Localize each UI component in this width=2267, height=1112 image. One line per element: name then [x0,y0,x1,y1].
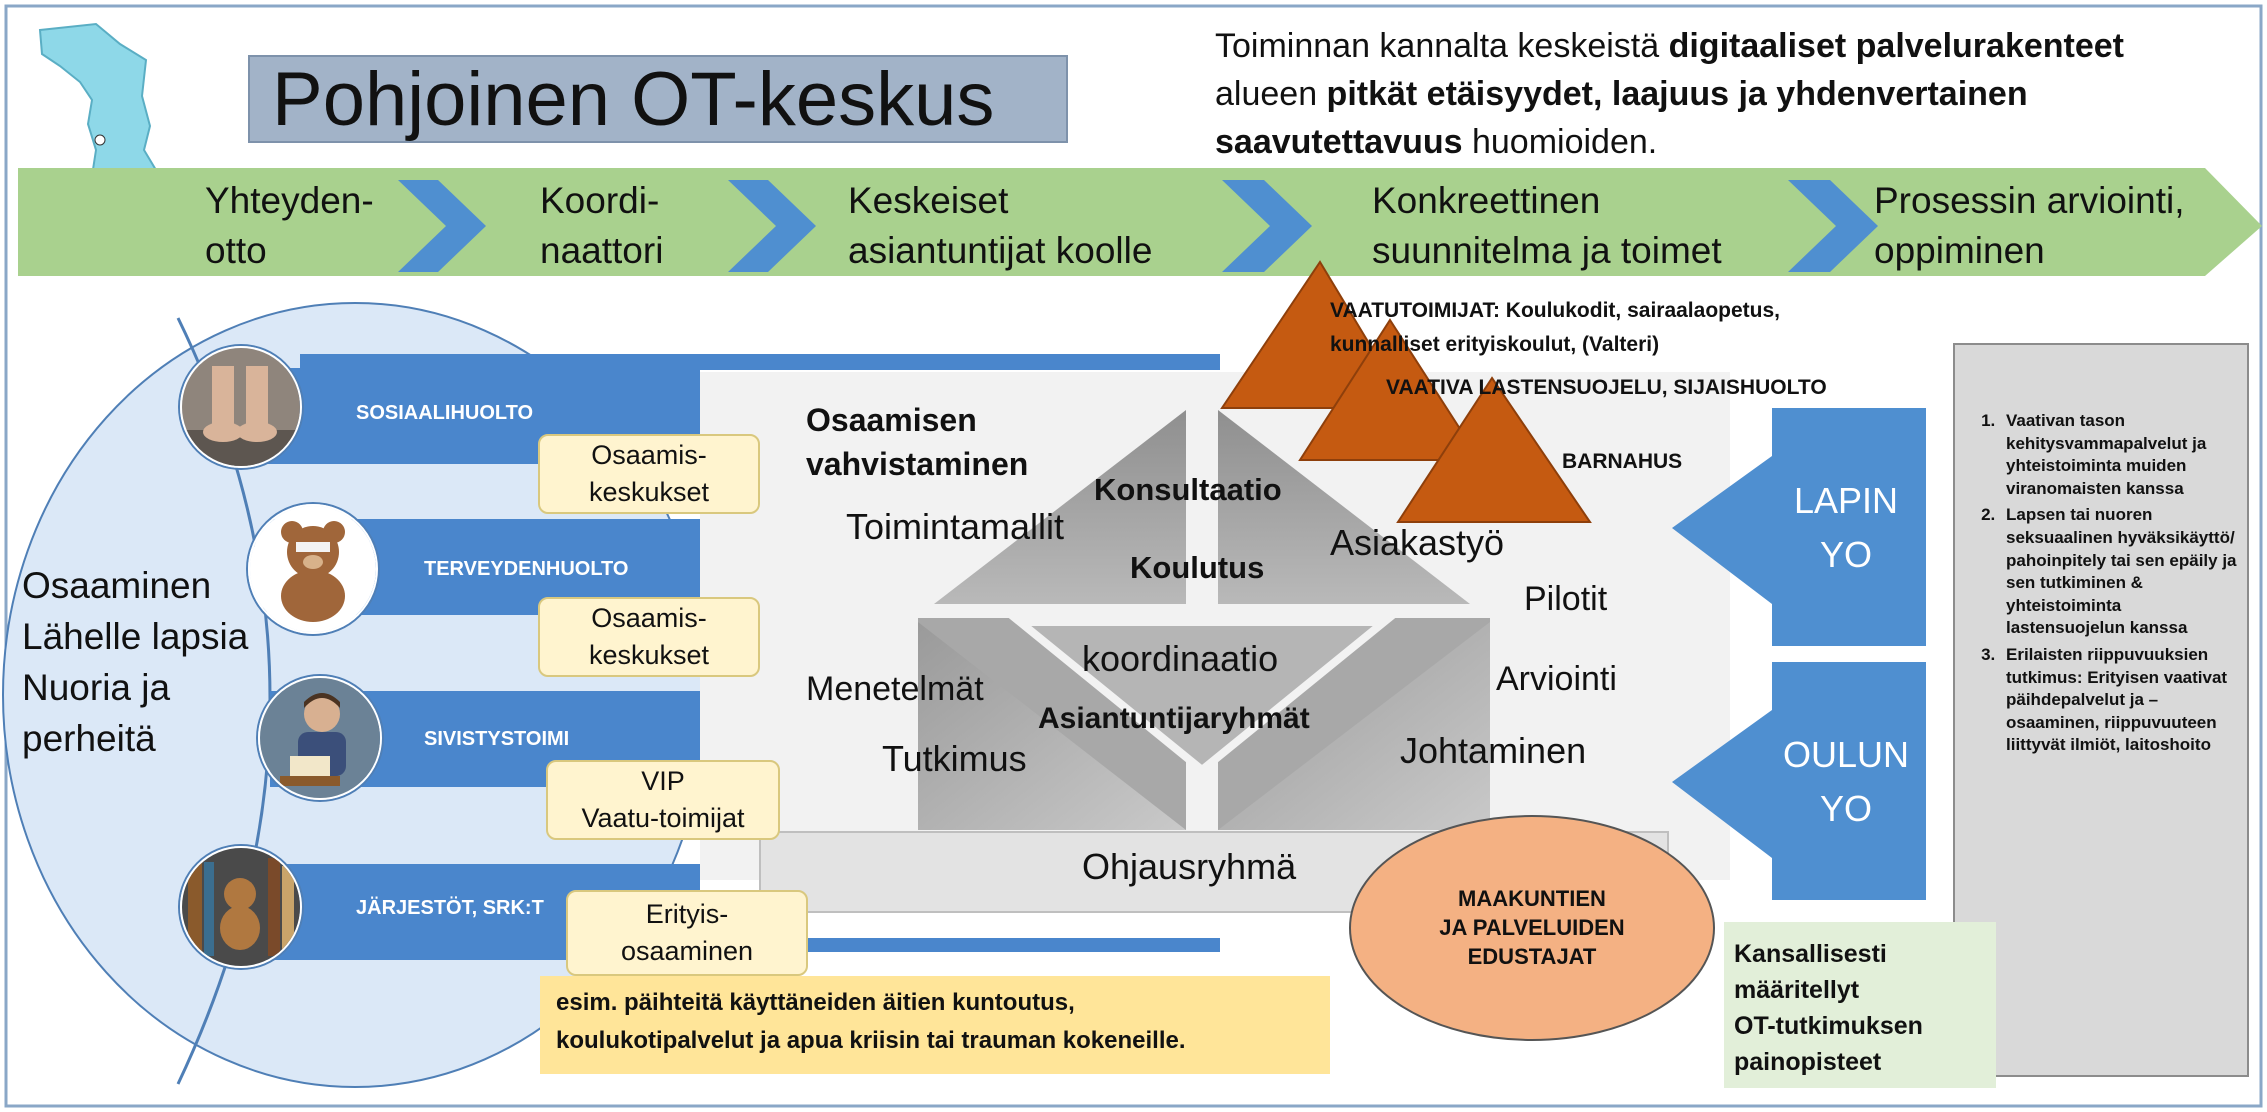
label-barnahus: BARNAHUS [1562,450,1683,473]
intro-bold-2: pitkät etäisyydet, laajuus ja yhdenverta… [1326,75,2028,113]
national-note-box [1724,922,1996,1088]
intro-text: Toiminnan kannalta keskeistä digitaalise… [1215,22,2225,166]
research-priority-2: Lapsen tai nuoren seksuaalinen hyväksikä… [2000,504,2242,640]
label-konsultaatio: Konsultaatio [1094,472,1282,507]
sector-note-vip: VIP Vaatu-toimijat [546,760,780,840]
label-toimintamallit: Toimintamallit [846,506,1065,547]
top-accent-line [300,354,1220,370]
sector-note-osaamiskeskukset-2: Osaamis- keskukset [538,597,760,677]
label-vaativa-lastensuojelu: VAATIVA LASTENSUOJELU, SIJAISHUOLTO [1386,376,1827,399]
process-step-koordinaattori: Koordi- naattori [540,180,664,271]
sector-note-osaamiskeskukset-1: Osaamis- keskukset [538,434,760,514]
label-oulun-yo: OULUN YO [1782,734,1910,829]
intro-bold-1: digitaaliset palvelurakenteet [1668,27,2124,65]
process-band [18,168,2262,276]
research-priority-3: Erilaisten riippuvuuksien tutkimus: Erit… [2000,644,2242,757]
research-priority-1: Vaativan tason kehitysvammapalvelut ja y… [2000,410,2242,500]
lapin-yo-arrow [1672,408,1926,646]
intro-part-3: huomioiden. [1462,123,1658,161]
photo-reading-child-icon [258,676,382,800]
maakunnat-ellipse [1349,815,1715,1041]
sector-label-sivistystoimi: SIVISTYSTOIMI [424,728,570,750]
label-johtaminen: Johtaminen [1400,730,1587,771]
photo-teddy-bear-icon [248,504,378,634]
sector-label-sosiaalihuolto: SOSIAALIHUOLTO [356,402,534,424]
example-note: esim. päihteitä käyttäneiden äitien kunt… [556,989,1186,1054]
intro-bold-3: saavutettavuus [1215,123,1463,161]
left-title: Osaaminen Lähelle lapsia Nuoria ja perhe… [22,565,249,759]
process-step-arviointi: Prosessin arviointi, oppiminen [1874,180,2185,271]
sector-label-jarjestot: JÄRJESTÖT, SRK:T [356,897,544,919]
label-ohjausryhma: Ohjausryhmä [1082,846,1297,887]
sector-note-erityisosaaminen: Erityis- osaaminen [566,890,808,976]
oulun-yo-arrow [1672,662,1926,900]
label-asiakastyo: Asiakastyö [1330,522,1505,563]
label-asiantuntijaryhmat: Asiantuntijaryhmät [1038,702,1310,735]
envelope-graphic [918,410,1490,830]
center-heading: Osaamisen vahvistaminen [806,402,1029,482]
process-chevrons [398,180,1878,272]
process-step-yhteydenotto: Yhteyden- otto [205,180,374,271]
intro-part-1: Toiminnan kannalta keskeistä [1215,27,1669,65]
photo-bookshelf-bear-icon [180,846,302,968]
bottom-accent-line [780,938,1220,952]
label-koordinaatio: koordinaatio [1082,638,1279,679]
process-step-suunnitelma: Konkreettinen suunnitelma ja toimet [1372,180,1722,271]
label-pilotit: Pilotit [1524,580,1608,618]
research-priorities-box [1953,343,2249,1077]
research-priorities-list: Vaativan tason kehitysvammapalvelut ja y… [1960,410,2242,757]
label-vaatutoimijat: VAATUTOIMIJAT: Koulukodit, sairaalaopetu… [1330,299,1780,356]
label-koulutus: Koulutus [1130,550,1265,585]
label-tutkimus: Tutkimus [882,738,1027,779]
label-lapin-yo: LAPIN YO [1793,480,1899,575]
sector-label-terveydenhuolto: TERVEYDENHUOLTO [424,558,629,580]
process-step-asiantuntijat: Keskeiset asiantuntijat koolle [848,180,1153,271]
partner-triangles [1220,260,1592,523]
page-title: Pohjoinen OT-keskus [248,55,1068,143]
intro-part-2: alueen [1215,75,1327,113]
label-arviointi: Arviointi [1496,660,1617,698]
research-priorities: Vaativan tason kehitysvammapalvelut ja y… [1960,410,2242,761]
national-note: Kansallisesti määritellyt OT-tutkimuksen… [1734,940,1923,1076]
label-menetelmat: Menetelmät [806,670,984,708]
label-maakunnat: MAAKUNTIEN JA PALVELUIDEN EDUSTAJAT [1439,886,1625,969]
photo-feet-icon [180,346,302,468]
outer-frame [4,4,2263,1108]
example-note-box [540,976,1330,1074]
